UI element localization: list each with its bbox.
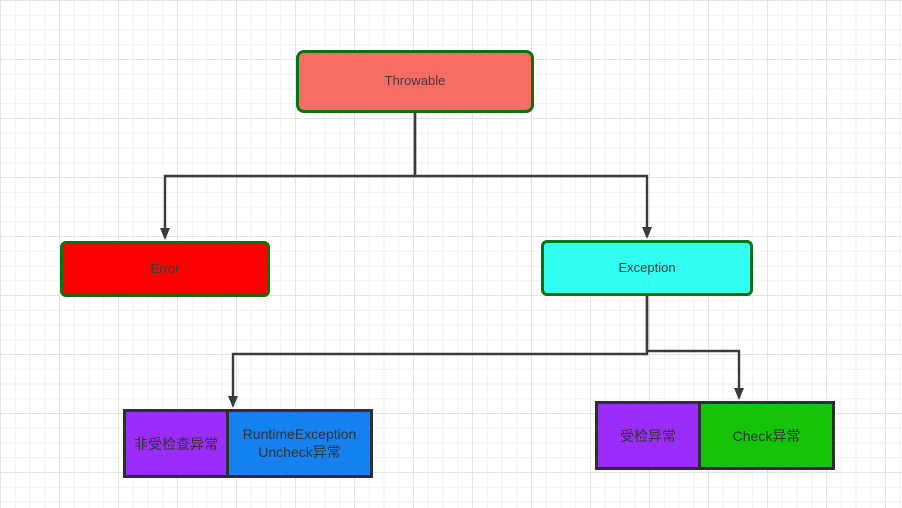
node-unchecked-cn-label: 非受检查异常 xyxy=(134,435,218,452)
node-throwable[interactable]: Throwable xyxy=(296,50,534,113)
node-exception[interactable]: Exception xyxy=(541,240,753,296)
edge-throwable-error xyxy=(160,113,417,240)
node-exception-label: Exception xyxy=(618,259,676,275)
combo-unchecked-exception: 非受检查异常 RuntimeException Uncheck异常 xyxy=(123,409,373,478)
edge-throwable-exception xyxy=(413,113,652,239)
node-check-exception-label: Check异常 xyxy=(732,427,801,444)
node-checked-cn-label: 受检异常 xyxy=(620,427,676,444)
node-throwable-label: Throwable xyxy=(384,73,446,89)
node-error[interactable]: Error xyxy=(60,241,270,297)
edge-exception-unchecked xyxy=(228,296,649,408)
node-checked-cn[interactable]: 受检异常 xyxy=(598,404,698,467)
node-unchecked-cn[interactable]: 非受检查异常 xyxy=(126,412,226,475)
edge-exception-checked xyxy=(645,296,744,400)
combo-checked-exception: 受检异常 Check异常 xyxy=(595,401,835,470)
node-runtime-exception-label: RuntimeException Uncheck异常 xyxy=(242,425,357,460)
node-runtime-exception[interactable]: RuntimeException Uncheck异常 xyxy=(226,412,370,475)
node-check-exception[interactable]: Check异常 xyxy=(698,404,832,467)
node-error-label: Error xyxy=(150,260,180,276)
